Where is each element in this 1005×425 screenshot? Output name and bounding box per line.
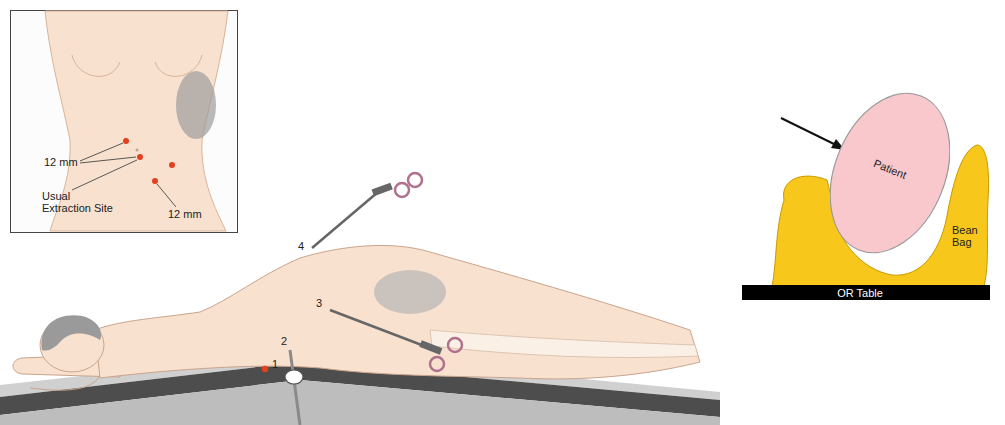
trocar: [290, 350, 300, 425]
patient-ellipse: Patient: [830, 88, 950, 258]
port-dot: [262, 366, 268, 372]
instrument-ring: [448, 338, 462, 352]
callout-number: 1: [272, 358, 278, 370]
callout-number: 3: [316, 297, 322, 309]
instrument-ring: [430, 357, 444, 371]
or-table: OR Table: [742, 285, 990, 300]
breast: [72, 55, 120, 76]
callout-number: 2: [281, 335, 287, 347]
node-text: OR Table: [837, 287, 883, 299]
port-dot: [137, 154, 143, 160]
spleen: [176, 71, 216, 139]
inset-frame: [11, 11, 238, 233]
leader-line: [80, 143, 123, 161]
annotation-label: Usual Extraction Site: [42, 190, 114, 214]
leg: [430, 330, 698, 358]
instrument-ring: [408, 173, 422, 187]
leader-line: [157, 184, 176, 207]
callout-number: 4: [298, 240, 304, 252]
ellipse-shape: [830, 88, 950, 258]
pointer-arrow: [781, 118, 836, 145]
dimension-label: 12 mm: [44, 156, 78, 168]
body: [95, 245, 700, 378]
scope-holder: [285, 370, 303, 384]
port-dot: [123, 138, 129, 144]
instrument-shaft: [312, 192, 378, 248]
organ-shading: [374, 270, 446, 314]
instrument-body: [372, 183, 393, 196]
table-base: [0, 380, 720, 425]
instrument-ring: [395, 183, 409, 197]
leader-line: [80, 157, 136, 163]
navel: [136, 149, 139, 152]
instrument-body: [419, 340, 442, 354]
pillow-edge: [30, 376, 100, 390]
port-dot: [152, 178, 158, 184]
leader-line: [72, 160, 137, 190]
node-text: Bean Bag: [952, 224, 986, 248]
dimension-label: 12 mm: [168, 208, 202, 220]
bag-shape: [772, 145, 989, 287]
torso: [45, 11, 228, 231]
hair: [41, 315, 101, 350]
port-dot: [169, 162, 175, 168]
